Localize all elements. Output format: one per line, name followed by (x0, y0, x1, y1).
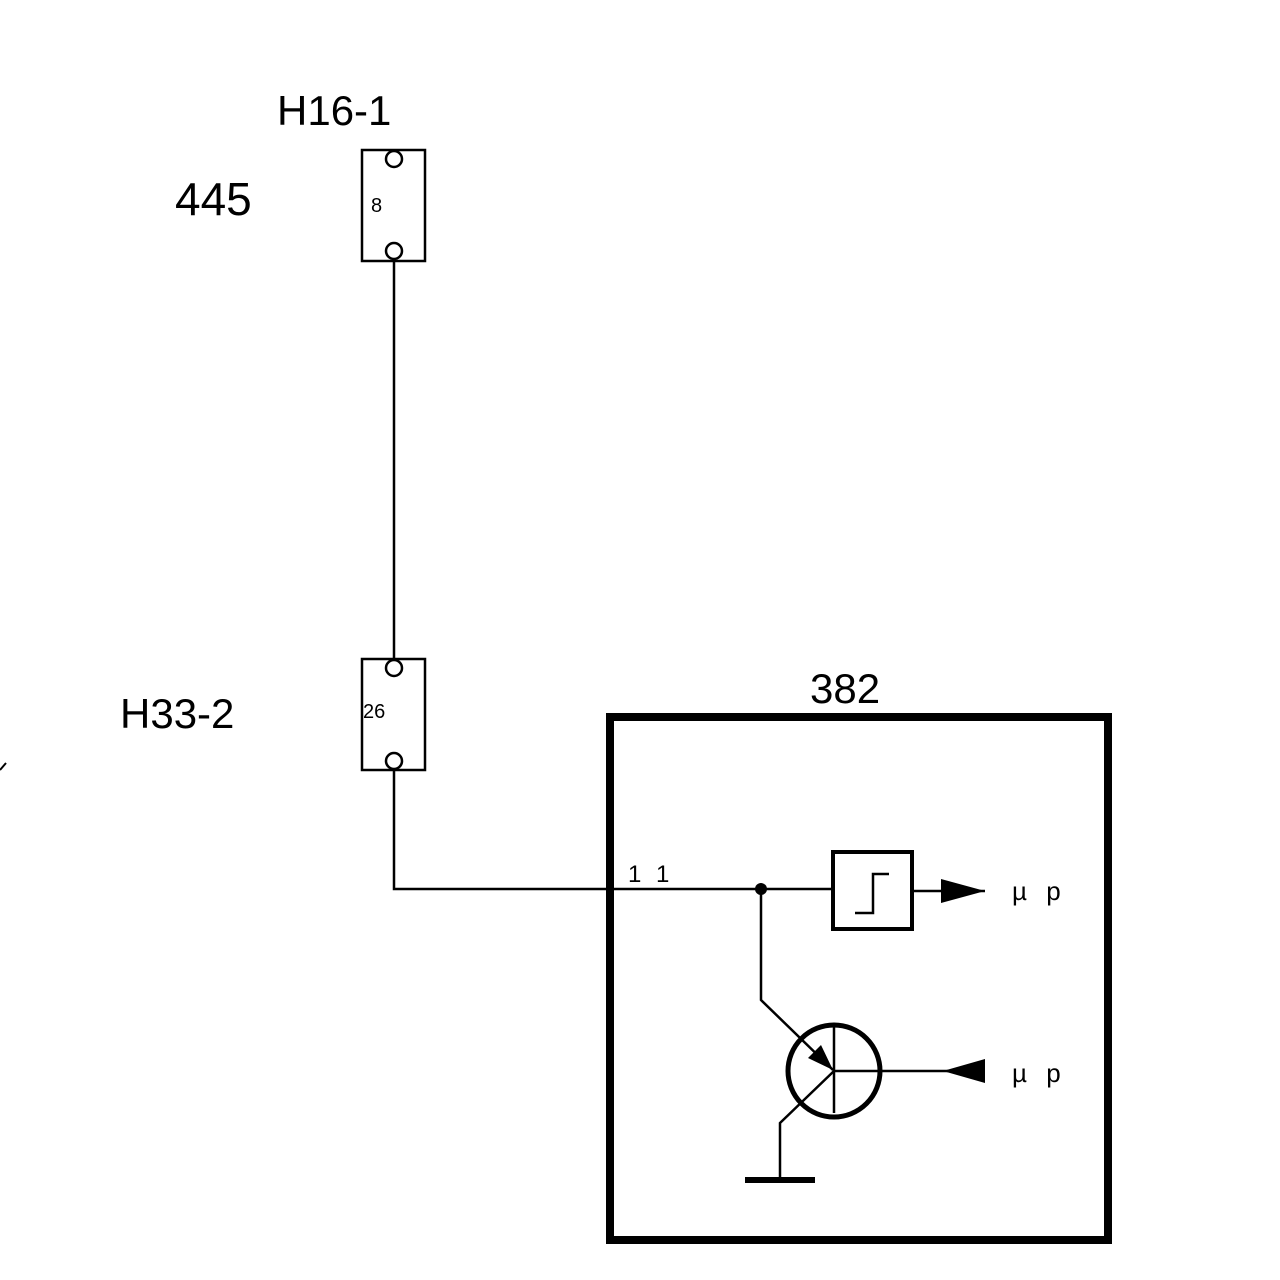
module-box (606, 713, 1112, 1244)
connector-h16-1-pin: 8 (371, 195, 382, 217)
wire-number-label: 445 (175, 173, 252, 225)
connector-h16-1-terminal-top (384, 149, 404, 169)
input-mup-label: µ p (1012, 1058, 1067, 1088)
collector-line (759, 889, 834, 1071)
connector-h33-2-terminal-top (384, 658, 404, 678)
module-id-label: 382 (810, 665, 880, 712)
module-pin-label: 1 1 (628, 861, 673, 888)
connector-h33-2-terminal-bottom (384, 751, 404, 771)
connector-h16-1-terminal-bottom (384, 241, 404, 261)
emitter-arrow-icon (808, 1045, 833, 1070)
scan-mark (0, 762, 7, 771)
connector-h16-1-label: H16-1 (277, 87, 391, 134)
output-arrow-icon (941, 879, 985, 903)
wire-to-module (392, 769, 610, 891)
module-382: 382 1 1 µ p µ p (606, 665, 1112, 1244)
input-arrow-icon (943, 1059, 985, 1083)
connector-h33-2-pin: 26 (363, 701, 385, 723)
connector-h33-2: H33-2 26 (120, 657, 427, 772)
connector-h16-1: H16-1 445 8 (175, 87, 427, 263)
hysteresis-icon (855, 872, 889, 915)
emitter-line (778, 1070, 835, 1180)
output-mup-label: µ p (1012, 876, 1067, 906)
connector-h33-2-label: H33-2 (120, 690, 234, 737)
